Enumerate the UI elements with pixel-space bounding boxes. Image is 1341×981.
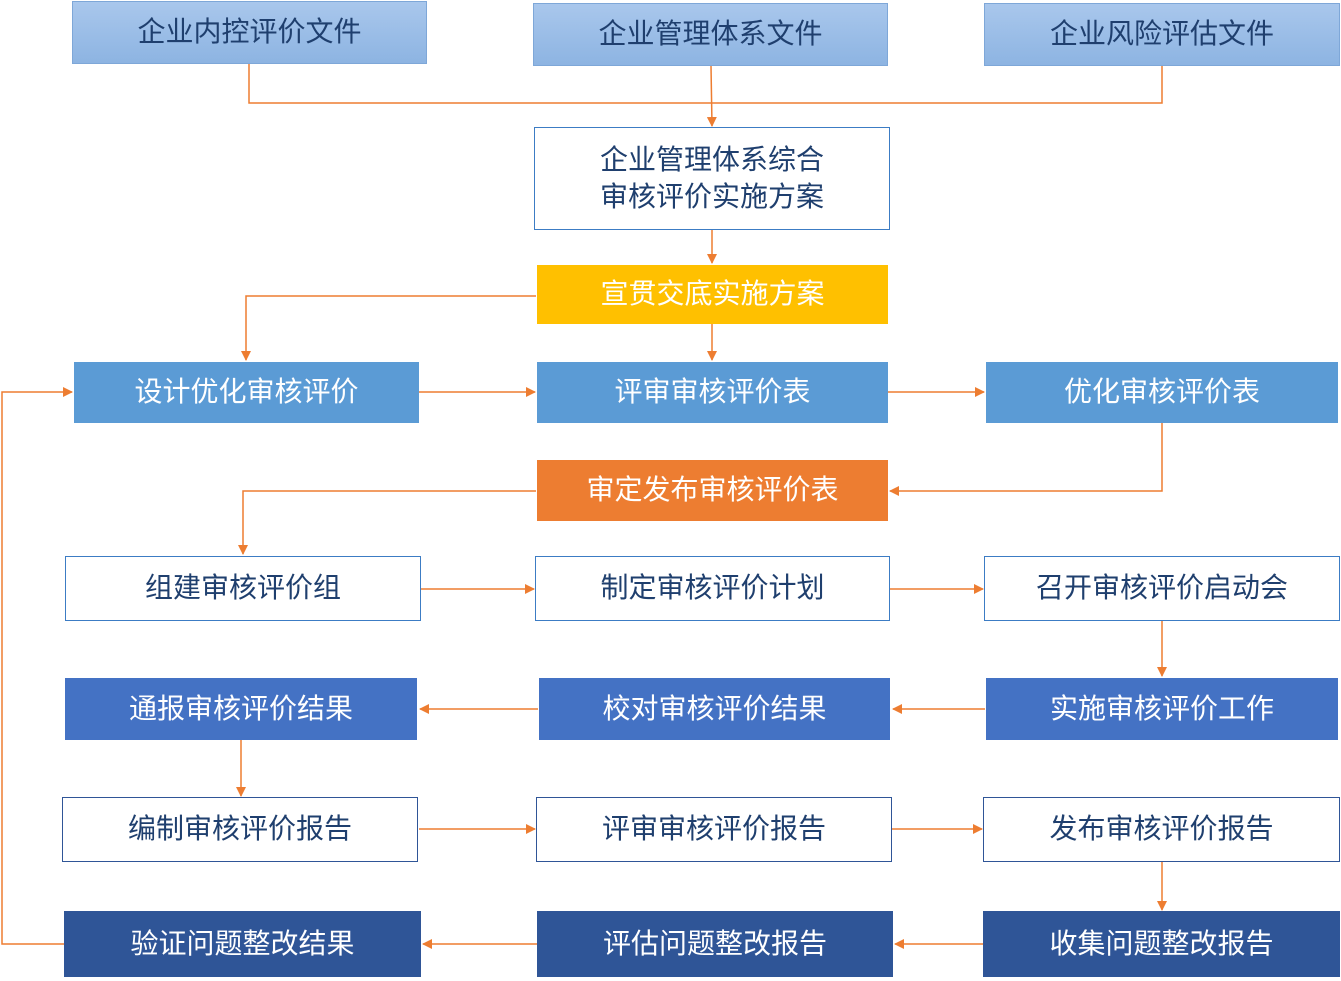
connector-source3 <box>711 66 1163 104</box>
form-team-box: 组建审核评价组 <box>65 556 421 621</box>
assess-rectification-box: 评估问题整改报告 <box>537 911 893 977</box>
plan-line-2: 审核评价实施方案 <box>599 179 824 213</box>
make-plan-box: 制定审核评价计划 <box>535 556 890 621</box>
design-optimize-box: 设计优化审核评价 <box>74 362 419 423</box>
implementation-plan-box: 企业管理体系综合 审核评价实施方案 <box>534 127 890 230</box>
source-doc-risk-assessment: 企业风险评估文件 <box>984 3 1340 66</box>
optimize-table-box: 优化审核评价表 <box>986 362 1338 423</box>
source-doc-management-system: 企业管理体系文件 <box>533 3 888 66</box>
collect-rectification-box: 收集问题整改报告 <box>983 911 1340 977</box>
release-report-box: 发布审核评价报告 <box>983 797 1340 862</box>
source-doc-internal-control: 企业内控评价文件 <box>72 1 427 64</box>
review-report-box: 评审审核评价报告 <box>536 797 892 862</box>
compile-report-box: 编制审核评价报告 <box>62 797 418 862</box>
connector-loop-back <box>1 387 73 945</box>
connector-optimize-to-publish <box>889 423 1163 496</box>
implement-work-box: 实施审核评价工作 <box>986 678 1338 740</box>
review-table-box: 评审审核评价表 <box>537 362 888 423</box>
publish-table-box: 审定发布审核评价表 <box>537 460 888 521</box>
plan-line-1: 企业管理体系综合 <box>599 143 824 177</box>
verify-rectification-box: 验证问题整改结果 <box>64 911 421 977</box>
connector-briefing-to-design <box>241 295 536 361</box>
notify-results-box: 通报审核评价结果 <box>65 678 417 740</box>
briefing-box: 宣贯交底实施方案 <box>537 265 888 324</box>
connector-publish-to-group <box>238 490 536 555</box>
connector-source2-to-plan <box>706 65 717 127</box>
connector-source1 <box>248 64 711 104</box>
kickoff-meeting-box: 召开审核评价启动会 <box>984 556 1340 621</box>
check-results-box: 校对审核评价结果 <box>539 678 890 740</box>
